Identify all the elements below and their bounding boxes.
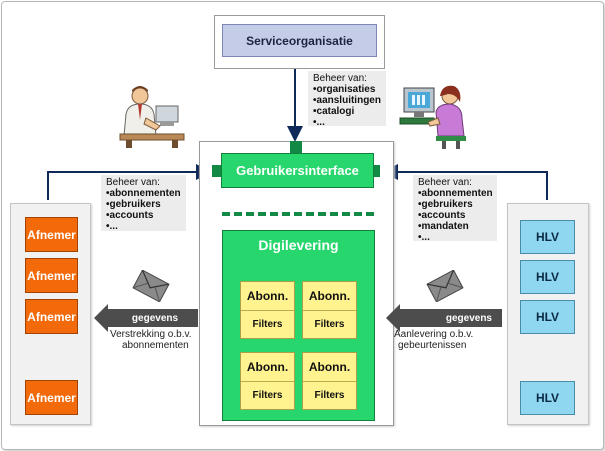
left-arrow: gegevens bbox=[112, 309, 198, 327]
hlv-box: HLV bbox=[520, 300, 575, 334]
note-top-item: aansluitingen bbox=[313, 95, 381, 106]
abonnement-block: Abonn. Filters bbox=[302, 352, 357, 410]
afnemer-box: Afnemer bbox=[25, 380, 78, 415]
abonnement-label: Abonn. bbox=[303, 353, 356, 382]
abonnement-block: Abonn. Filters bbox=[302, 281, 357, 339]
connector-hlv-to-ui bbox=[382, 164, 548, 200]
note-left: Beheer van: abonnementen gebruikers acco… bbox=[101, 175, 186, 232]
filters-label: Filters bbox=[314, 390, 345, 401]
note-left-item: gebruikers bbox=[106, 199, 181, 210]
note-right-item: ... bbox=[418, 232, 492, 243]
hlv-box: HLV bbox=[520, 220, 575, 254]
note-right-heading: Beheer van: bbox=[418, 177, 472, 188]
afnemer-label: Afnemer bbox=[27, 309, 76, 324]
afnemer-label: Afnemer bbox=[27, 227, 76, 242]
note-right-item: mandaten bbox=[418, 221, 492, 232]
abonnement-label: Abonn. bbox=[241, 353, 294, 382]
afnemer-box: Afnemer bbox=[25, 299, 78, 334]
left-arrow-label: gegevens bbox=[131, 312, 179, 324]
note-top-heading: Beheer van: bbox=[313, 73, 367, 84]
abonnement-block: Abonn. Filters bbox=[240, 281, 295, 339]
left-caption: Verstrekking o.b.v. abonnementen bbox=[110, 329, 210, 351]
service-org-label: Serviceorganisatie bbox=[246, 33, 353, 48]
hlv-label: HLV bbox=[535, 230, 560, 244]
gebruikersinterface-box: Gebruikersinterface bbox=[221, 153, 374, 188]
computer-user-clipart-icon bbox=[399, 85, 466, 149]
hlv-label: HLV bbox=[535, 270, 560, 284]
note-right-item: accounts bbox=[418, 210, 492, 221]
connector-afnemer-to-ui bbox=[47, 164, 212, 200]
gebruikersinterface-label: Gebruikersinterface bbox=[236, 163, 359, 178]
right-arrow-shape bbox=[386, 304, 502, 332]
right-caption-line2: gebeurtenissen bbox=[398, 340, 467, 351]
hlv-label: HLV bbox=[535, 310, 560, 324]
left-caption-line2: abonnementen bbox=[122, 340, 189, 351]
afnemer-label: Afnemer bbox=[27, 268, 76, 283]
abonnement-label: Abonn. bbox=[241, 282, 294, 311]
afnemer-box: Afnemer bbox=[25, 217, 78, 252]
note-top: Beheer van: organisaties aansluitingen c… bbox=[308, 71, 386, 128]
digilevering-title: Digilevering bbox=[258, 237, 339, 253]
left-arrow-shape bbox=[94, 304, 198, 332]
left-caption-line1: Verstrekking o.b.v. bbox=[110, 329, 192, 340]
note-right: Beheer van: abonnementen gebruikers acco… bbox=[413, 175, 497, 243]
filters-label: Filters bbox=[314, 319, 345, 330]
abonnement-label: Abonn. bbox=[303, 282, 356, 311]
afnemer-label: Afnemer bbox=[27, 390, 76, 405]
note-left-heading: Beheer van: bbox=[106, 177, 160, 188]
right-caption: Aanlevering o.b.v. gebeurtenissen bbox=[394, 329, 498, 351]
hlv-label: HLV bbox=[535, 391, 560, 405]
envelope-icon bbox=[426, 270, 464, 302]
note-left-item: accounts bbox=[106, 210, 181, 221]
hlv-box: HLV bbox=[520, 381, 575, 415]
note-right-item: abonnementen bbox=[418, 188, 493, 199]
abonnement-block: Abonn. Filters bbox=[240, 352, 295, 410]
note-left-item: ... bbox=[106, 221, 181, 232]
right-arrow-label: gegevens bbox=[445, 312, 492, 324]
envelope-icon bbox=[132, 270, 170, 302]
note-right-item: gebruikers bbox=[418, 199, 492, 210]
note-left-item: abonnementen bbox=[106, 188, 181, 199]
filters-label: Filters bbox=[252, 319, 283, 330]
note-top-item: catalogi bbox=[313, 106, 381, 117]
filters-label: Filters bbox=[252, 390, 283, 401]
afnemer-box: Afnemer bbox=[25, 258, 78, 293]
service-org-box: Serviceorganisatie bbox=[222, 24, 377, 57]
note-top-item: organisaties bbox=[313, 84, 381, 95]
note-top-item: ... bbox=[313, 117, 381, 128]
manager-clipart-icon bbox=[119, 86, 185, 148]
hlv-box: HLV bbox=[520, 260, 575, 294]
connector-tab-top bbox=[290, 141, 302, 154]
right-arrow: gegevens bbox=[404, 309, 500, 327]
right-caption-line1: Aanlevering o.b.v. bbox=[394, 329, 474, 340]
layer-divider bbox=[222, 212, 374, 216]
